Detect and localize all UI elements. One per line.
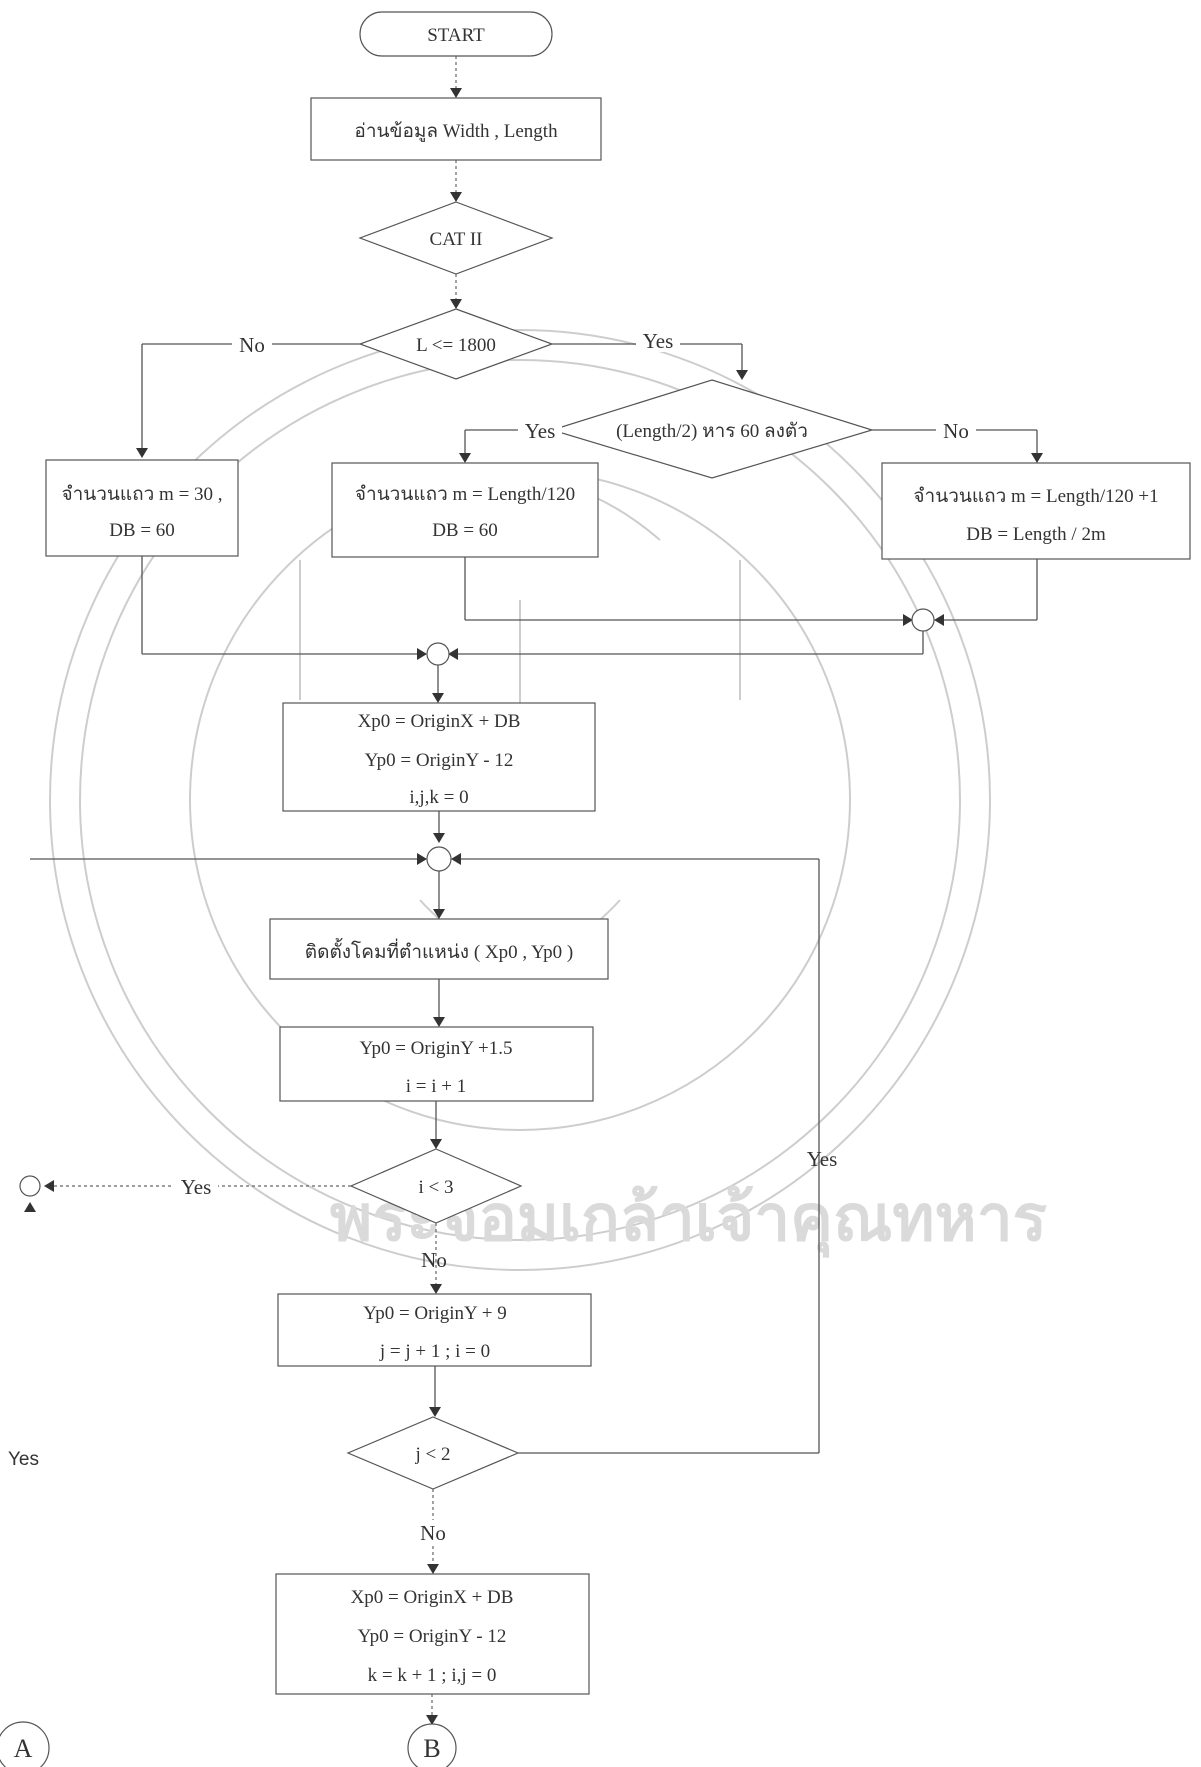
rows-length-120-plus-1-line2: DB = Length / 2m <box>966 524 1106 545</box>
increment-i-line2: i = i + 1 <box>406 1076 467 1097</box>
cat-ii-label: CAT II <box>430 229 483 250</box>
increment-i-process <box>279 1026 594 1102</box>
i-loop-connector <box>19 1175 41 1197</box>
yes-label-5: Yes <box>8 1449 39 1470</box>
increment-j-line2: j = j + 1 ; i = 0 <box>379 1341 490 1362</box>
rows-length-120-line1: จำนวนแถว m = Length/120 <box>355 484 575 505</box>
length-check-label: L <= 1800 <box>416 335 496 356</box>
rows-length-120-plus-1-process <box>881 462 1191 560</box>
rows-30-line1: จำนวนแถว m = 30 , <box>61 484 222 505</box>
i-less-3-label: i < 3 <box>419 1177 454 1198</box>
yes-label-3: Yes <box>181 1175 212 1199</box>
yes-label-4: Yes <box>807 1147 838 1171</box>
start-label: START <box>427 25 485 46</box>
j-less-2-label: j < 2 <box>415 1444 451 1465</box>
yes-label-1: Yes <box>643 329 674 353</box>
divisible-check-label: (Length/2) หาร 60 ลงตัว <box>616 421 808 442</box>
connector-b <box>407 1723 457 1767</box>
install-dome-label: ติดตั้งโคมที่ตำแหน่ง ( Xp0 , Yp0 ) <box>305 938 573 963</box>
no-label-4: No <box>420 1521 446 1545</box>
rows-30-process <box>45 459 239 557</box>
init-line3: i,j,k = 0 <box>409 787 468 808</box>
no-label-1: No <box>239 333 265 357</box>
rows-length-120-line2: DB = 60 <box>432 520 498 541</box>
divisible-check-decision <box>549 379 875 479</box>
no-label-3: No <box>421 1248 447 1272</box>
rows-length-120-process <box>331 462 599 558</box>
no-label-2: No <box>943 419 969 443</box>
reset-line2: Yp0 = OriginY - 12 <box>358 1626 507 1647</box>
reset-line1: Xp0 = OriginX + DB <box>351 1587 514 1608</box>
connector-a <box>0 1721 50 1767</box>
increment-j-line1: Yp0 = OriginY + 9 <box>363 1303 507 1324</box>
connector-b-label: B <box>423 1734 440 1763</box>
merge-connector-right <box>911 608 935 632</box>
merge-connector-main <box>426 642 450 666</box>
loop-connector <box>426 846 452 872</box>
read-input-label: อ่านข้อมูล Width , Length <box>354 121 558 142</box>
increment-i-line1: Yp0 = OriginY +1.5 <box>359 1038 512 1059</box>
rows-30-line2: DB = 60 <box>109 520 175 541</box>
length-check-decision <box>358 308 554 380</box>
rows-length-120-plus-1-line1: จำนวนแถว m = Length/120 +1 <box>913 486 1158 507</box>
init-line1: Xp0 = OriginX + DB <box>358 711 521 732</box>
connector-a-label: A <box>14 1734 33 1763</box>
init-line2: Yp0 = OriginY - 12 <box>365 750 514 771</box>
increment-j-process <box>277 1293 592 1367</box>
read-input-process <box>310 97 602 161</box>
reset-process <box>275 1573 590 1695</box>
yes-label-2: Yes <box>525 419 556 443</box>
reset-line3: k = k + 1 ; i,j = 0 <box>368 1665 497 1686</box>
init-process <box>282 702 596 812</box>
